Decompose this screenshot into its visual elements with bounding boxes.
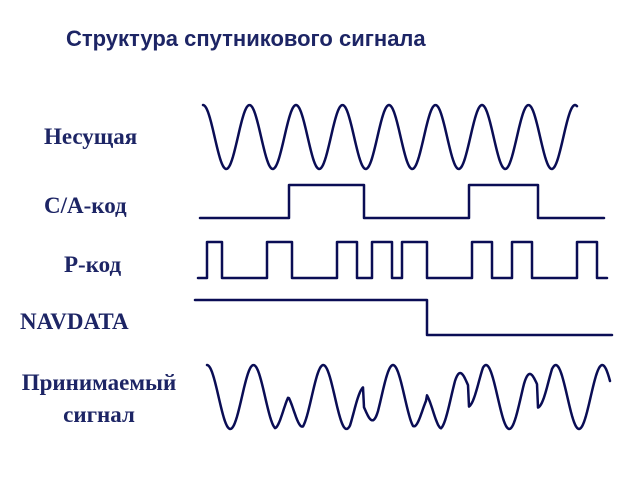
received-signal-waveform — [205, 363, 612, 431]
label-p-code: P-код — [64, 252, 122, 277]
label-navdata: NAVDATA — [20, 309, 129, 334]
label-carrier: Несущая — [44, 124, 138, 149]
label-ca-code: C/A-код — [44, 193, 127, 218]
ca-code-waveform — [198, 183, 606, 220]
diagram-title: Структура спутникового сигнала — [66, 26, 426, 51]
carrier-waveform — [201, 103, 579, 171]
label-received-line1: Принимаемый — [21, 370, 177, 395]
p-code-waveform — [196, 240, 609, 280]
label-received-line2: сигнал — [63, 402, 135, 427]
navdata-waveform — [193, 298, 614, 337]
